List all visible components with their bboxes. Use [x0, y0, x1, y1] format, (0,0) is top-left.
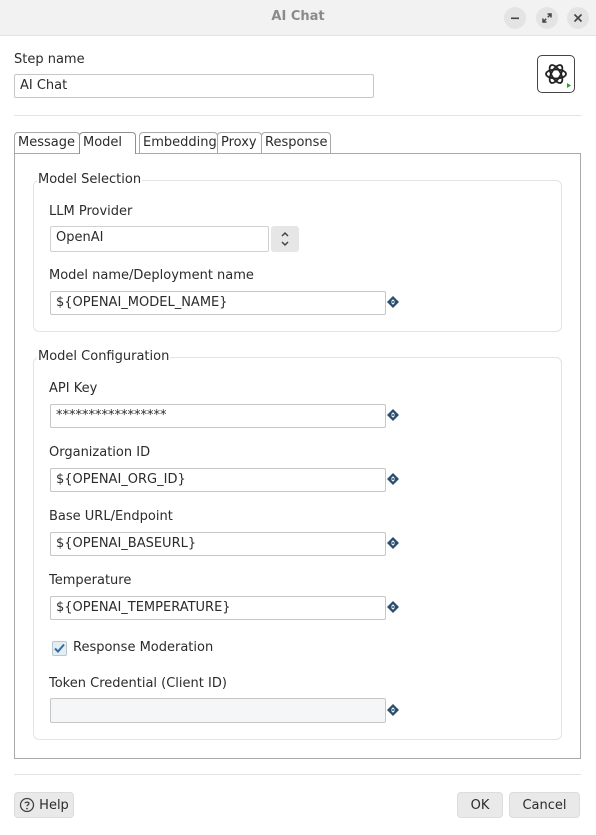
temperature-input[interactable]: ${OPENAI_TEMPERATURE} [50, 596, 386, 620]
close-icon [573, 13, 583, 23]
model-configuration-title: Model Configuration [37, 349, 171, 364]
openai-logo-icon [537, 55, 575, 93]
footer-separator [14, 774, 581, 775]
tab-embedding[interactable]: Embedding [139, 132, 218, 153]
tab-model[interactable]: Model [79, 132, 136, 154]
model-name-input[interactable]: ${OPENAI_MODEL_NAME} [50, 291, 386, 315]
minimize-icon [511, 17, 519, 20]
updown-icon [281, 231, 289, 247]
window-title: AI Chat [271, 9, 325, 24]
tab-response[interactable]: Response [261, 132, 331, 153]
title-bar: AI Chat [0, 0, 596, 36]
model-selection-title: Model Selection [37, 172, 143, 187]
variable-icon[interactable] [386, 295, 400, 309]
provider-spinner[interactable] [271, 226, 299, 252]
step-name-input[interactable]: AI Chat [14, 74, 374, 98]
temperature-label: Temperature [49, 573, 132, 588]
model-name-label: Model name/Deployment name [49, 268, 254, 283]
token-credential-label: Token Credential (Client ID) [49, 676, 227, 691]
base-url-label: Base URL/Endpoint [49, 509, 173, 524]
help-button[interactable]: Help [14, 792, 74, 818]
variable-icon[interactable] [386, 472, 400, 486]
token-credential-input[interactable] [50, 698, 386, 723]
checkmark-icon [54, 643, 65, 653]
header-separator [14, 115, 581, 116]
cancel-button[interactable]: Cancel [509, 792, 580, 818]
tab-message[interactable]: Message [14, 132, 80, 153]
model-selection-group [33, 180, 562, 332]
variable-icon[interactable] [386, 600, 400, 614]
minimize-button[interactable] [504, 7, 526, 29]
tab-proxy[interactable]: Proxy [217, 132, 262, 153]
step-name-label: Step name [14, 52, 85, 67]
llm-provider-select[interactable]: OpenAI [50, 226, 269, 252]
help-label: Help [39, 797, 69, 813]
variable-icon[interactable] [386, 703, 400, 717]
organization-id-label: Organization ID [49, 445, 151, 460]
maximize-icon [542, 13, 552, 23]
help-icon [20, 797, 35, 813]
tab-panel-model: Model Selection LLM Provider OpenAI Mode… [14, 153, 581, 759]
variable-icon[interactable] [386, 408, 400, 422]
ok-button[interactable]: OK [457, 792, 503, 818]
base-url-input[interactable]: ${OPENAI_BASEURL} [50, 532, 386, 556]
close-button[interactable] [567, 7, 589, 29]
llm-provider-label: LLM Provider [49, 204, 133, 219]
organization-id-input[interactable]: ${OPENAI_ORG_ID} [50, 468, 386, 492]
variable-icon[interactable] [386, 536, 400, 550]
api-key-label: API Key [49, 381, 98, 396]
model-configuration-group [33, 357, 562, 740]
maximize-button[interactable] [536, 7, 558, 29]
response-moderation-label: Response Moderation [73, 640, 214, 655]
api-key-input[interactable]: ***************** [50, 404, 386, 428]
response-moderation-checkbox[interactable] [52, 641, 67, 656]
